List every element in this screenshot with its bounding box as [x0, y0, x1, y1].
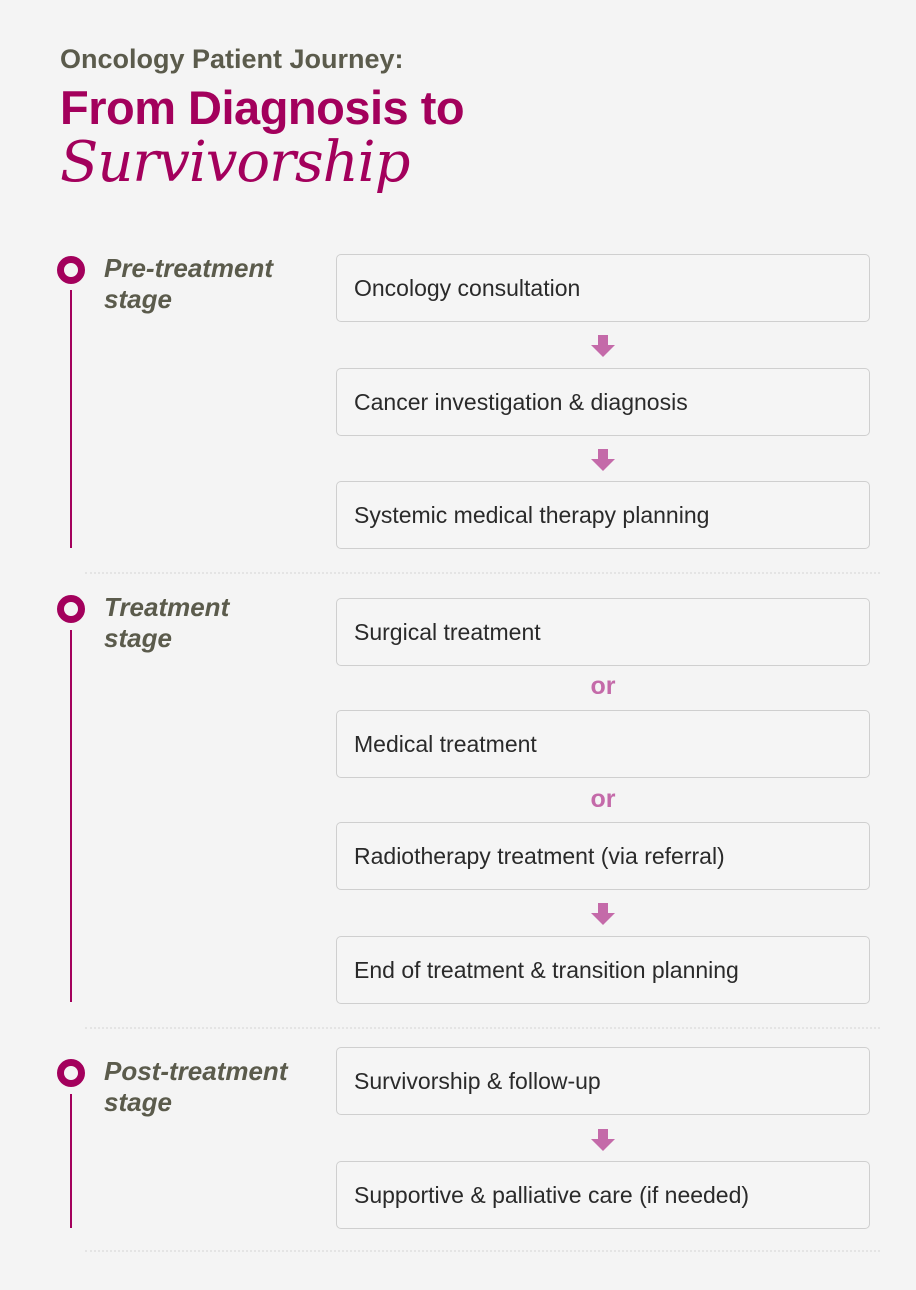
stage-marker-icon [57, 595, 85, 623]
step-box: End of treatment & transition planning [336, 936, 870, 1004]
or-connector: or [590, 672, 616, 700]
step-box: Radiotherapy treatment (via referral) [336, 822, 870, 890]
step-box: Supportive & palliative care (if needed) [336, 1161, 870, 1229]
step-box: Cancer investigation & diagnosis [336, 368, 870, 436]
arrow-down-icon [591, 1129, 615, 1151]
step-box: Survivorship & follow-up [336, 1047, 870, 1115]
stage-marker-icon [57, 1059, 85, 1087]
or-connector: or [590, 785, 616, 813]
divider [85, 1250, 880, 1252]
step-box: Oncology consultation [336, 254, 870, 322]
page-title-italic: Survivorship [60, 130, 410, 195]
arrow-down-icon [591, 335, 615, 357]
stage-timeline-line [70, 1094, 72, 1228]
step-box: Systemic medical therapy planning [336, 481, 870, 549]
divider [85, 572, 880, 574]
step-box: Medical treatment [336, 710, 870, 778]
arrow-down-icon [591, 903, 615, 925]
arrow-down-icon [591, 449, 615, 471]
stage-timeline-line [70, 630, 72, 1002]
step-box: Surgical treatment [336, 598, 870, 666]
stage-marker-icon [57, 256, 85, 284]
divider [85, 1027, 880, 1029]
stage-timeline-line [70, 290, 72, 548]
page-title: From Diagnosis to [60, 81, 465, 134]
supertitle: Oncology Patient Journey: [60, 44, 404, 74]
